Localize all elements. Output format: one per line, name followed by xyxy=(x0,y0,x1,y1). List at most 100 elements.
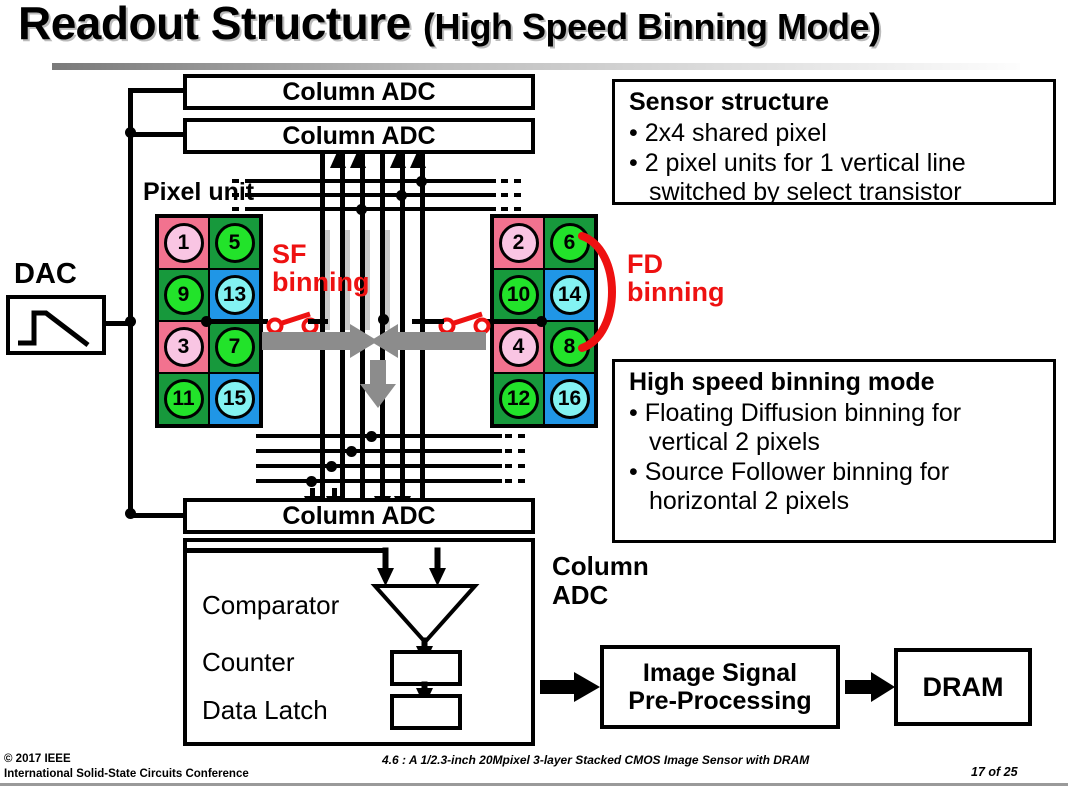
adc-to-isp-arrow xyxy=(540,672,600,702)
sf-binning-label: SF binning xyxy=(272,240,369,297)
pixel-number-badge: 7 xyxy=(214,327,255,367)
pixel-cell[interactable]: 7 xyxy=(209,321,260,373)
dac-block xyxy=(6,295,106,355)
sf-left-wire xyxy=(206,319,268,324)
isp-label-line2: Pre-Processing xyxy=(628,687,812,715)
row-line-bottom-2-dash-left xyxy=(256,449,278,453)
pixel-cell[interactable]: 12 xyxy=(493,373,544,425)
pixel-cell[interactable]: 5 xyxy=(209,217,260,269)
pixel-grid-right-tap xyxy=(536,316,547,327)
row-line-bottom-3 xyxy=(262,464,502,468)
column-adc-callout: Column ADC xyxy=(552,551,649,611)
column-adc-bottom[interactable]: Column ADC xyxy=(183,498,535,534)
page-title: Readout Structure (High Speed Binning Mo… xyxy=(18,0,881,50)
column-adc-detail-block xyxy=(183,538,535,746)
fd-binning-label: FD binning xyxy=(627,250,724,307)
dac-bus-to-adc-top2 xyxy=(128,132,190,137)
footer-page-number: 17 of 25 xyxy=(971,765,1018,779)
row-node-top-b xyxy=(396,190,407,201)
fd-binning-label-line1: FD xyxy=(627,249,663,279)
pixel-cell[interactable]: 13 xyxy=(209,269,260,321)
pixel-number-badge: 4 xyxy=(498,327,539,367)
image-signal-preprocessing-block[interactable]: Image Signal Pre-Processing xyxy=(600,645,840,729)
pixel-cell[interactable]: 9 xyxy=(158,269,209,321)
pixel-cell[interactable]: 10 xyxy=(493,269,544,321)
sf-switch-left-stub xyxy=(308,319,328,324)
row-node-bottom-d xyxy=(306,476,317,487)
row-line-bottom-4-dash-right xyxy=(492,479,526,483)
title-divider xyxy=(52,63,1020,70)
pixel-cell[interactable]: 2 xyxy=(493,217,544,269)
row-line-top-1 xyxy=(246,179,496,183)
panel-binning-list: Floating Diffusion binning for vertical … xyxy=(629,399,1043,516)
page-title-subtitle: (High Speed Binning Mode) xyxy=(423,6,881,47)
row-line-bottom-4-dash-left xyxy=(256,479,278,483)
sf-right-wire xyxy=(478,319,540,324)
row-line-bottom-2 xyxy=(262,449,502,453)
footer-center: 4.6 : A 1/2.3-inch 20Mpixel 3-layer Stac… xyxy=(382,753,810,767)
pixel-number-badge: 1 xyxy=(163,223,204,263)
row-node-bottom-b xyxy=(346,446,357,457)
adc-detail-label-counter: Counter xyxy=(202,647,295,677)
adc-detail-label-data-latch: Data Latch xyxy=(202,695,328,725)
pixel-number-badge: 12 xyxy=(498,379,539,419)
footer-left: © 2017 IEEE International Solid-State Ci… xyxy=(4,752,249,782)
pixel-number-badge: 5 xyxy=(214,223,255,263)
row-line-top-3-dash-left xyxy=(232,207,256,211)
pixel-number-badge: 9 xyxy=(163,275,204,315)
row-line-top-2 xyxy=(246,193,496,197)
dac-bus-node-bottom xyxy=(125,508,136,519)
bullet-item: Floating Diffusion binning for vertical … xyxy=(629,399,1043,457)
bullet-item: 2x4 shared pixel xyxy=(629,119,1043,148)
dac-bus-to-adc-top1 xyxy=(128,88,190,93)
footer-copyright: © 2017 IEEE xyxy=(4,753,71,765)
row-line-bottom-1-dash-left xyxy=(256,434,278,438)
pixel-unit-label: Pixel unit xyxy=(143,178,255,206)
row-node-top-c xyxy=(356,204,367,215)
panel-sensor-list: 2x4 shared pixel2 pixel units for 1 vert… xyxy=(629,119,1043,207)
row-line-top-1-dash-right xyxy=(488,179,524,183)
row-line-top-1-dash-left xyxy=(232,179,256,183)
pixel-cell[interactable]: 11 xyxy=(158,373,209,425)
sf-center-node xyxy=(378,314,389,325)
row-node-bottom-a xyxy=(366,431,377,442)
dac-to-comparator-wire xyxy=(183,548,387,553)
bullet-item: Source Follower binning for horizontal 2… xyxy=(629,458,1043,516)
column-adc-callout-line1: Column xyxy=(552,551,649,581)
pixel-cell[interactable]: 16 xyxy=(544,373,595,425)
panel-sensor-heading: Sensor structure xyxy=(629,88,830,116)
fd-binning-label-line2: binning xyxy=(627,277,725,308)
vline-gray-1 xyxy=(325,230,330,330)
pixel-number-badge: 13 xyxy=(214,275,255,315)
dram-block[interactable]: DRAM xyxy=(894,648,1032,726)
row-line-top-2-dash-left xyxy=(232,193,256,197)
bullet-item: 2 pixel units for 1 vertical line switch… xyxy=(629,149,1043,207)
pixel-cell[interactable]: 3 xyxy=(158,321,209,373)
fd-binning-arc xyxy=(578,232,616,352)
column-adc-top-1[interactable]: Column ADC xyxy=(183,74,535,110)
binning-arrows xyxy=(262,324,486,408)
pixel-cell[interactable]: 1 xyxy=(158,217,209,269)
row-line-bottom-3-dash-left xyxy=(256,464,278,468)
pixel-cell[interactable]: 15 xyxy=(209,373,260,425)
column-adc-top-2[interactable]: Column ADC xyxy=(183,118,535,154)
pixel-number-badge: 10 xyxy=(498,275,539,315)
isp-to-dram-arrow xyxy=(845,672,895,702)
dac-bus-node-top xyxy=(125,127,136,138)
page-title-main: Readout Structure xyxy=(18,0,411,49)
pixel-number-badge: 8 xyxy=(549,327,590,367)
pixel-cell[interactable]: 14 xyxy=(544,269,595,321)
pixel-number-badge: 2 xyxy=(498,223,539,263)
row-line-bottom-4 xyxy=(262,479,502,483)
pixel-cell[interactable]: 4 xyxy=(493,321,544,373)
vline-gray-3 xyxy=(365,230,370,330)
dac-output-wire xyxy=(100,321,134,326)
dac-bus-to-adc-bottom xyxy=(128,513,190,518)
column-adc-callout-line2: ADC xyxy=(552,580,609,611)
dram-label: DRAM xyxy=(922,671,1004,702)
dac-ramp-icon xyxy=(18,310,90,347)
footer-conference: International Solid-State Circuits Confe… xyxy=(4,768,249,781)
row-line-bottom-3-dash-right xyxy=(492,464,526,468)
adc-detail-schematic xyxy=(370,547,480,730)
row-line-top-2-dash-right xyxy=(488,193,524,197)
